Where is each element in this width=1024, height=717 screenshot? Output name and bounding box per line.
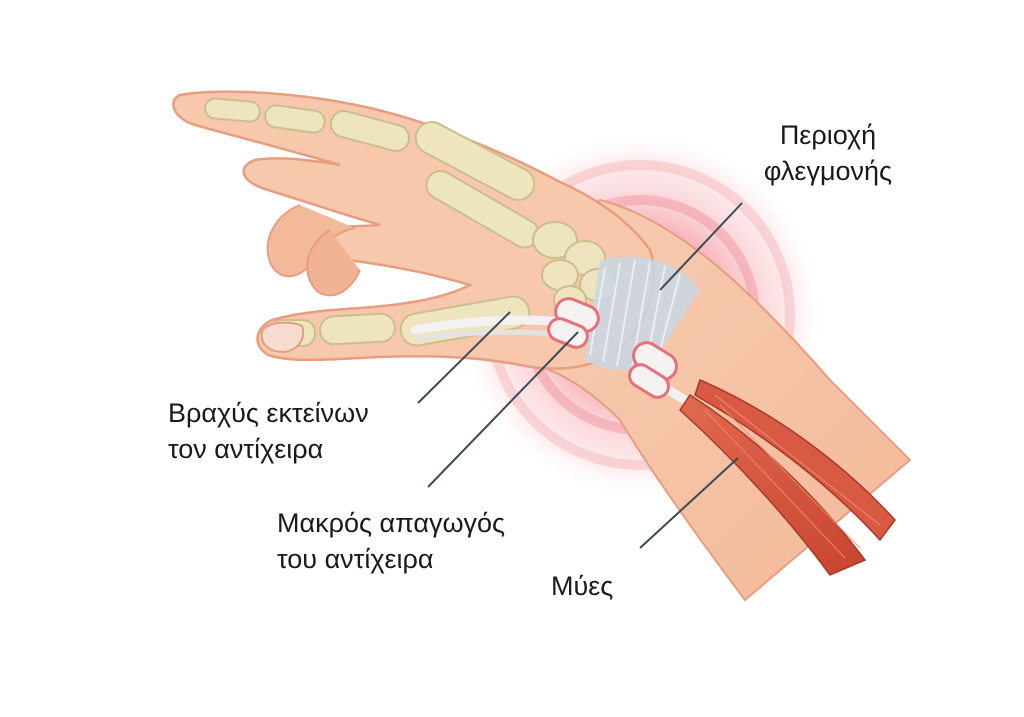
label-muscles: Μύες [551,568,613,604]
leader-line-muscles [639,457,739,549]
label-ebp-line1: Βραχύς εκτείνων [168,398,369,428]
label-extensor-pollicis-brevis: Βραχύς εκτείνων τον αντίχειρα [168,395,369,467]
leader-lines [417,202,743,549]
hand-bones [204,97,617,354]
label-abductor-pollicis-longus: Μακρός απαγωγός του αντίχειρα [277,505,505,577]
label-inflammation-line1: Περιοχή [779,120,877,150]
label-inflammation-area: Περιοχή φλεγμονής [733,117,923,189]
leader-line-inflammation [659,202,743,291]
label-apl-line1: Μακρός απαγωγός [277,508,506,538]
label-muscles-line1: Μύες [551,571,614,601]
label-apl-line2: του αντίχειρα [277,544,434,574]
leader-line-apl [427,331,579,488]
leader-line-ebp [417,311,511,404]
label-ebp-line2: τον αντίχειρα [168,434,324,464]
forearm-muscles [679,378,896,576]
tendon-sheaths [547,297,678,399]
label-inflammation-line2: φλεγμονής [763,156,893,186]
